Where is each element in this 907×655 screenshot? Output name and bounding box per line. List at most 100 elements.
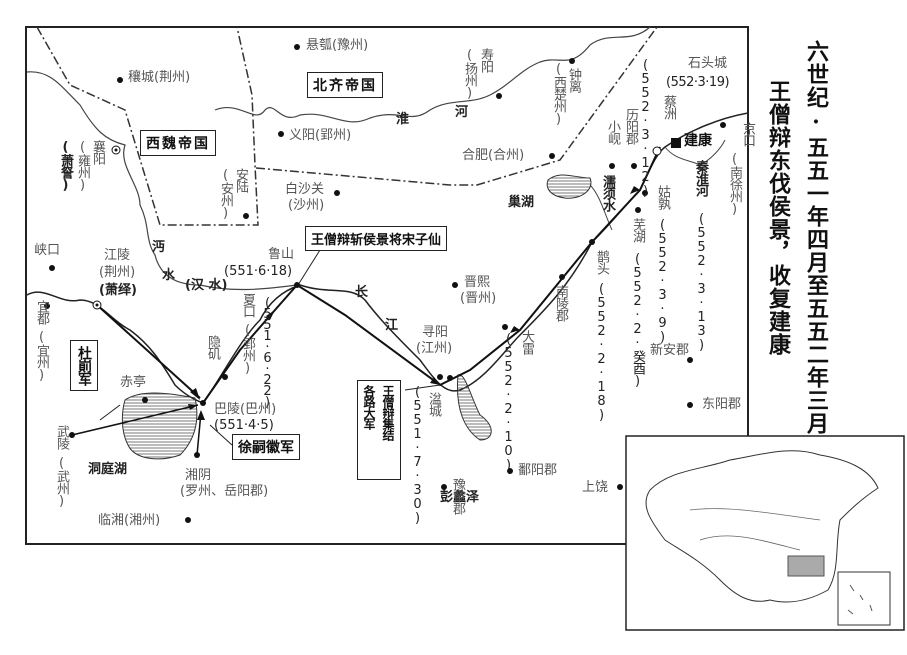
place-jiankang: 建康 (684, 133, 712, 149)
river-huai-label-1: 淮 (396, 112, 410, 127)
place-xiakou: 夏口 (240, 293, 255, 317)
map-frame (25, 26, 749, 545)
river-ruxu-label: 濡须水 (600, 175, 615, 211)
date-551-4-5: (551·4·5) (214, 418, 274, 433)
place-zhongli: 钟离 (566, 68, 581, 92)
muster-line-2: 各路大军 (362, 385, 376, 429)
place-yangzhou: (扬州) (462, 48, 477, 100)
pengli-lake (456, 374, 492, 441)
date-552-2-guiyou: (552·2·癸酉) (630, 252, 645, 388)
place-wuhu: 芜湖 (630, 218, 645, 242)
place-shazhou: (沙州) (288, 198, 325, 213)
du-ze-army-callout: 杜崱军 (70, 340, 98, 391)
place-poyang: 鄱阳郡 (518, 463, 558, 478)
route-arrows (188, 186, 640, 420)
xu-sihui-army-callout: 徐嗣徽军 (232, 434, 300, 460)
place-wuling: 武陵 (54, 425, 69, 449)
place-dongyang: 东阳郡 (702, 397, 742, 412)
date-shitoucheng: (552·3·19) (666, 75, 730, 90)
place-dots (44, 44, 726, 523)
place-jiangzhou: (江州) (416, 341, 453, 356)
place-yiyang: 义阳(郢州) (289, 128, 352, 143)
place-jingkou: 京口 (740, 122, 755, 146)
place-nanling: 南陵郡 (553, 285, 568, 321)
river-han-label: (汉 水) (185, 278, 228, 293)
wuling-route (71, 404, 199, 436)
place-jinzhou: (晋州) (460, 291, 497, 306)
date-551-6-18: (551·6·18) (224, 264, 293, 279)
river-huai-label-2: 河 (455, 105, 469, 120)
place-xunyang: 寻阳 (422, 325, 449, 340)
huai-river (214, 26, 651, 123)
western-wei-border (36, 26, 259, 226)
river-chang-label: 长 (355, 285, 369, 300)
place-shouyang: 寿阳 (478, 48, 493, 72)
western-wei-label: 西魏帝国 (140, 130, 216, 156)
place-baishaguan: 白沙关 (285, 182, 325, 197)
place-chiting: 赤亭 (120, 375, 147, 390)
place-nanxuzhou: (南徐州) (727, 152, 742, 216)
date-552-2-10: (552·2·10) (501, 332, 516, 472)
date-552-3-12: (552·3·12) (638, 58, 653, 198)
place-yuzhang: 豫章郡 (450, 478, 465, 514)
place-rangcheng: 穰城(荆州) (128, 70, 191, 85)
song-zixian-callout: 王僧辩斩侯景将宋子仙 (305, 226, 448, 251)
place-xuanhu: 悬瓠(豫州) (306, 38, 369, 53)
north-qi-label: 北齐帝国 (307, 72, 383, 98)
place-yongzhou: (雍州) (75, 140, 90, 192)
muster-line-1: 王僧辩集结 (381, 385, 395, 440)
ruxu-river (589, 184, 613, 231)
place-jinxi: 晋熙 (464, 275, 491, 290)
date-552-3-13: (552·3·13) (694, 212, 709, 352)
map-subtitle: 王僧辩东伐侯景，收复建康 (765, 80, 791, 356)
place-yinji: 隐矶 (205, 335, 220, 359)
muster-callout: 王僧辩集结 各路大军 (357, 380, 401, 480)
dongting-lake (121, 392, 198, 460)
place-xiaocha: (萧詧) (58, 140, 73, 192)
jiankang-capital-marker (671, 138, 681, 148)
chaohu-lake (546, 174, 592, 199)
place-anzhou: (安州) (218, 168, 233, 220)
inset-highlight-region (787, 555, 825, 577)
river-mian-label-2: 水 (162, 268, 176, 283)
place-baling: 巴陵(巴州) (214, 402, 277, 417)
place-hefei: 合肥(合州) (462, 148, 525, 163)
lake-dongting-label: 洞庭湖 (88, 462, 128, 477)
han-river (26, 71, 298, 291)
north-qi-border (255, 26, 658, 186)
place-gushu: 姑孰 (655, 185, 670, 209)
place-jiangling: 江陵 (104, 248, 131, 263)
place-anlu: 安陆 (233, 168, 248, 192)
jiangling-route (96, 304, 201, 399)
place-liyang: 历阳郡 (623, 108, 638, 144)
place-jingzhou: (荆州) (99, 265, 136, 280)
place-quetou: 鹊头 (594, 250, 609, 274)
place-yingzhou: (郢州) (240, 323, 255, 375)
inset-locator-map (625, 435, 905, 631)
place-xichuzhou: (西楚州) (551, 62, 566, 126)
date-551-6-22: (551·6·22) (260, 296, 275, 406)
place-yidu: 宜都 (34, 300, 49, 324)
qinhuai-river (664, 139, 726, 166)
place-shitoucheng: 石头城 (688, 56, 728, 71)
place-wuzhou: (武州) (54, 456, 69, 508)
place-lushan: 鲁山 (268, 247, 295, 262)
lake-chaohu-label: 巢湖 (508, 195, 535, 210)
place-dalei: 大雷 (519, 330, 534, 354)
place-yizhou: (宜州) (34, 330, 49, 382)
lake-pengli-label: 彭蠡泽 (440, 490, 480, 505)
river-jiang-label: 江 (385, 318, 399, 333)
place-caizhou: 蔡洲 (661, 95, 676, 119)
place-xiaoxian: 小岘 (605, 120, 620, 144)
place-pencheng: 湓城 (426, 392, 441, 416)
river-mian-label-1: 沔 (152, 240, 166, 255)
map-title: 六世纪·五五一年四月至五五二年三月 (803, 40, 829, 435)
place-xiangyin-sub: (罗州、岳阳郡) (180, 484, 269, 499)
date-552-3-9: (552·3·9) (655, 218, 670, 344)
place-xiangyin: 湘阴 (185, 468, 212, 483)
place-xinan: 新安郡 (650, 343, 690, 358)
place-linxiang: 临湘(湘州) (98, 513, 161, 528)
place-xiangyang: 襄阳 (90, 140, 105, 164)
